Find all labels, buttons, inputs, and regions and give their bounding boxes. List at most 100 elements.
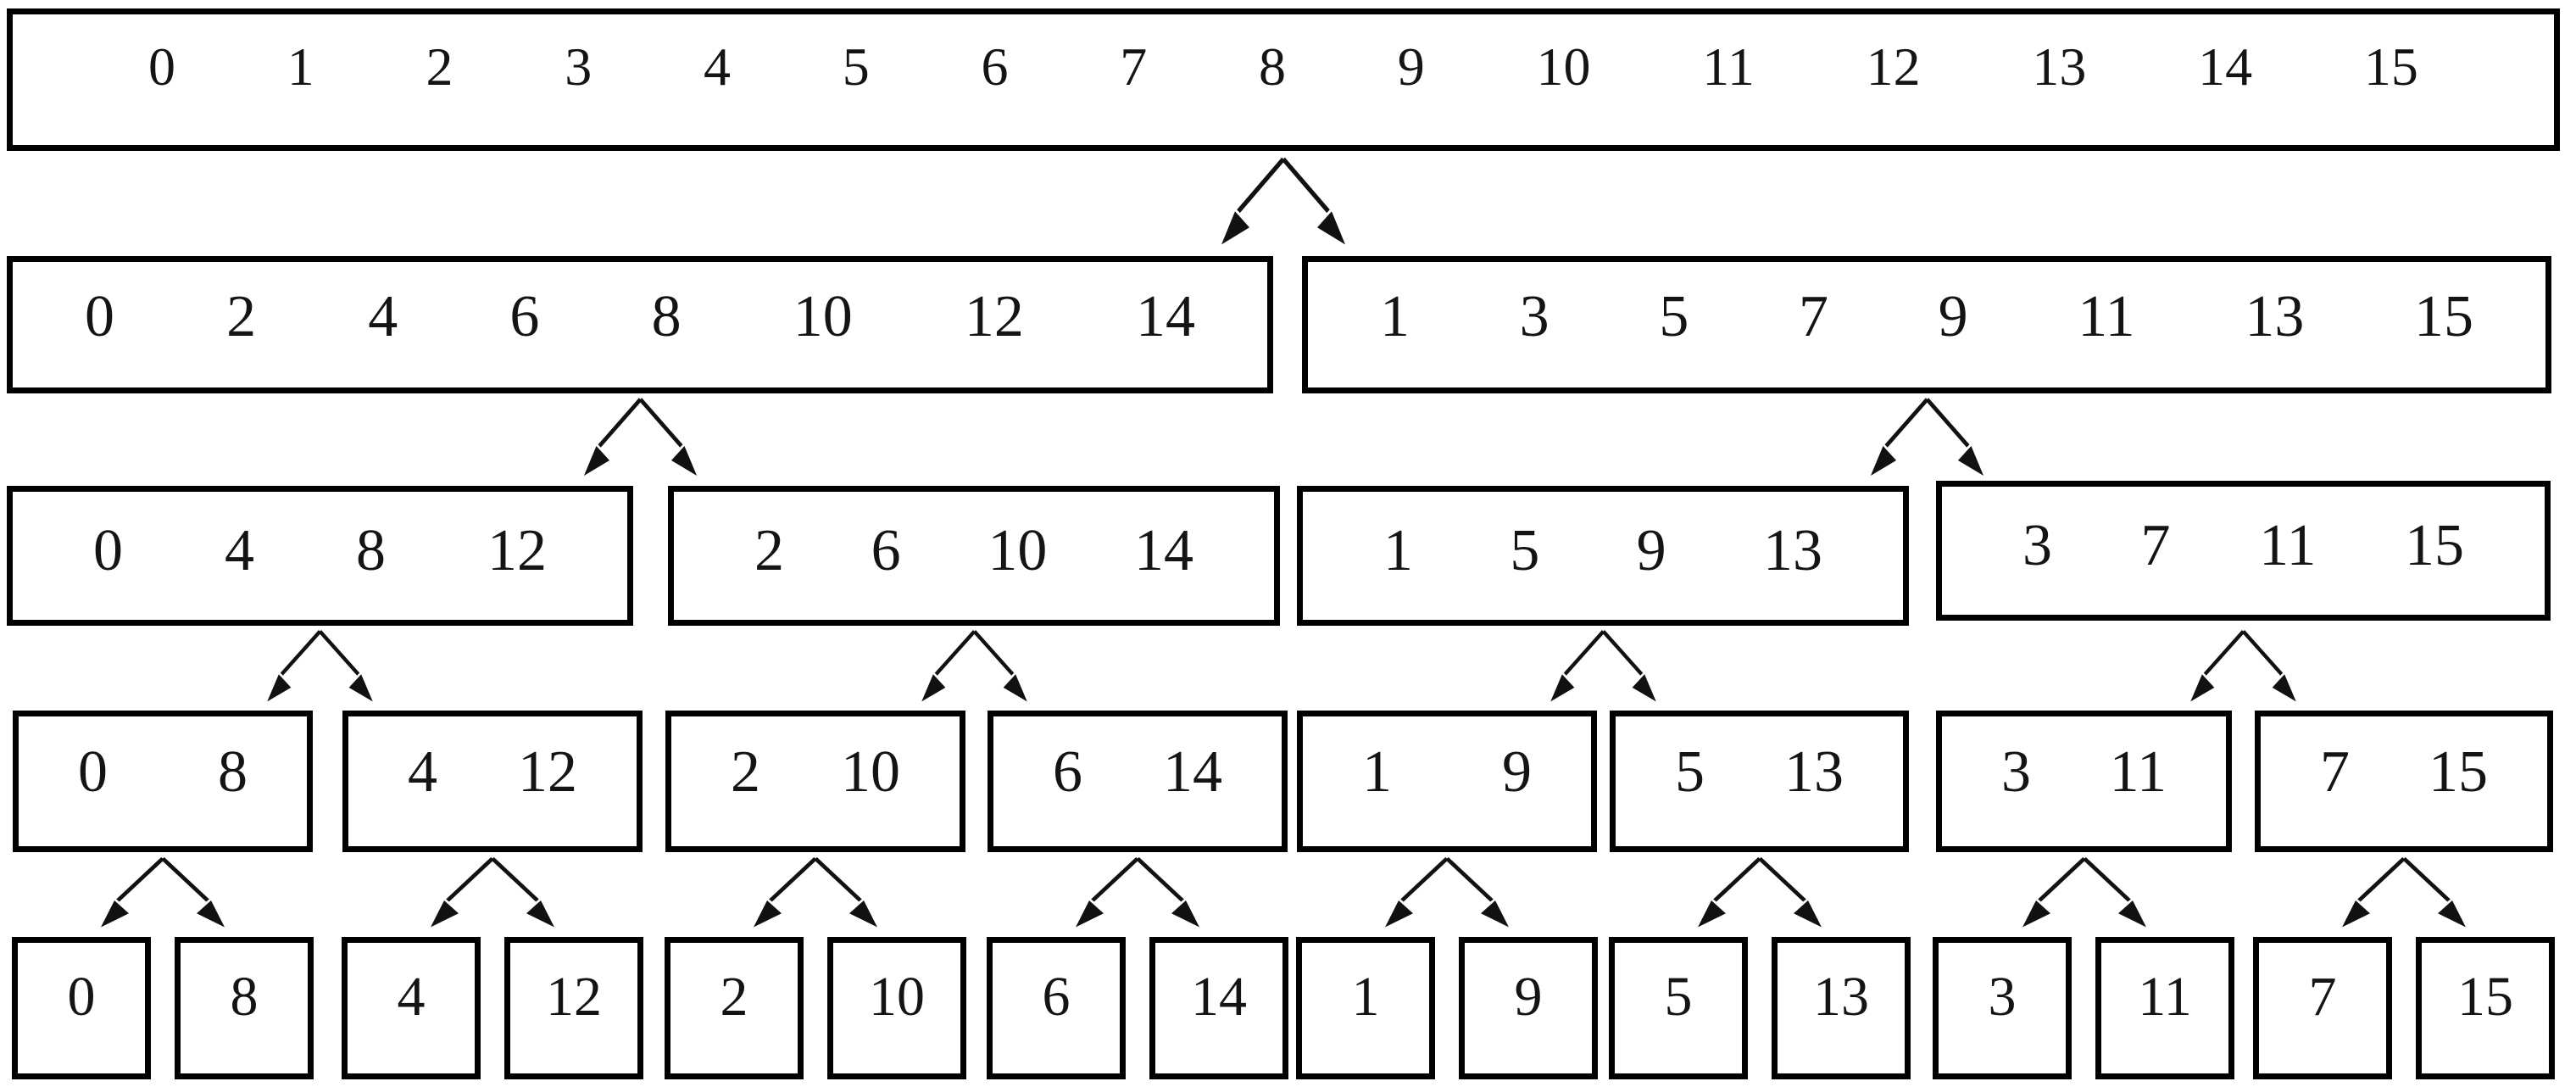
split-arrow-icon bbox=[754, 856, 877, 928]
array-value: 4 bbox=[704, 36, 731, 97]
array-value: 2 bbox=[754, 517, 784, 583]
array-value: 11 bbox=[2109, 739, 2167, 805]
array-value: 8 bbox=[230, 966, 259, 1028]
array-value: 9 bbox=[1938, 284, 1968, 349]
array-value: 3 bbox=[2001, 739, 2031, 805]
level-4-box-13: 11 bbox=[2095, 937, 2234, 1079]
array-value: 5 bbox=[1510, 517, 1540, 583]
array-value: 2 bbox=[720, 966, 748, 1028]
array-value: 13 bbox=[2245, 284, 2305, 349]
array-value: 10 bbox=[793, 284, 853, 349]
level-4-box-3: 12 bbox=[504, 937, 643, 1079]
array-value: 0 bbox=[93, 517, 123, 583]
array-value: 12 bbox=[1866, 36, 1921, 97]
array-value: 4 bbox=[368, 284, 398, 349]
array-value: 13 bbox=[1762, 517, 1822, 583]
array-value: 9 bbox=[1502, 739, 1532, 805]
array-value: 13 bbox=[1784, 739, 1844, 805]
level-4-box-10: 5 bbox=[1609, 937, 1748, 1079]
array-value: 9 bbox=[1514, 966, 1543, 1028]
array-value: 2 bbox=[426, 36, 453, 97]
split-arrow-icon bbox=[1549, 630, 1656, 702]
level-4-box-4: 2 bbox=[665, 937, 804, 1079]
array-value: 2 bbox=[731, 739, 760, 805]
array-value: 14 bbox=[2198, 36, 2253, 97]
array-value: 3 bbox=[565, 36, 593, 97]
array-value: 15 bbox=[2457, 966, 2513, 1028]
split-arrow-icon bbox=[921, 630, 1027, 702]
array-value: 14 bbox=[1191, 966, 1247, 1028]
array-value: 4 bbox=[225, 517, 254, 583]
split-arrow-icon bbox=[1076, 856, 1199, 928]
array-value: 3 bbox=[2022, 512, 2052, 578]
array-value: 8 bbox=[356, 517, 386, 583]
array-value: 15 bbox=[2405, 512, 2464, 578]
level-4-box-11: 13 bbox=[1772, 937, 1911, 1079]
level-4-box-1: 8 bbox=[175, 937, 314, 1079]
array-value: 12 bbox=[487, 517, 547, 583]
array-value: 10 bbox=[869, 966, 925, 1028]
array-value: 12 bbox=[518, 739, 577, 805]
level-4-box-5: 10 bbox=[827, 937, 966, 1079]
array-value: 6 bbox=[509, 284, 540, 349]
level-4-box-6: 6 bbox=[987, 937, 1126, 1079]
level-3-box-1: 4 12 bbox=[342, 711, 643, 852]
array-value: 5 bbox=[1664, 966, 1693, 1028]
array-value: 7 bbox=[2308, 966, 2337, 1028]
array-value: 12 bbox=[546, 966, 602, 1028]
array-value: 1 bbox=[1351, 966, 1380, 1028]
array-value: 0 bbox=[148, 36, 175, 97]
array-value: 6 bbox=[1053, 739, 1082, 805]
array-value: 9 bbox=[1397, 36, 1425, 97]
level-4-box-14: 7 bbox=[2253, 937, 2392, 1079]
level-2-box-0: 0 4 8 12 bbox=[7, 486, 633, 626]
array-value: 15 bbox=[2363, 36, 2418, 97]
array-value: 11 bbox=[2259, 512, 2317, 578]
level-4-box-15: 15 bbox=[2416, 937, 2555, 1079]
level-4-box-7: 14 bbox=[1149, 937, 1288, 1079]
array-value: 14 bbox=[1163, 739, 1222, 805]
level-2-box-3: 3 7 11 15 bbox=[1936, 481, 2551, 621]
array-value: 7 bbox=[2140, 512, 2171, 578]
array-value: 13 bbox=[1813, 966, 1869, 1028]
level-4-box-8: 1 bbox=[1296, 937, 1435, 1079]
array-value: 11 bbox=[2138, 966, 2192, 1028]
array-value: 5 bbox=[842, 36, 870, 97]
split-arrow-icon bbox=[267, 630, 373, 702]
array-value: 6 bbox=[1042, 966, 1071, 1028]
array-value: 14 bbox=[1135, 284, 1195, 349]
level-4-box-0: 0 bbox=[12, 937, 151, 1079]
split-arrow-icon bbox=[2022, 856, 2146, 928]
array-value: 12 bbox=[964, 284, 1024, 349]
level-4-box-2: 4 bbox=[342, 937, 481, 1079]
level-4-box-9: 9 bbox=[1459, 937, 1598, 1079]
array-value: 0 bbox=[85, 284, 114, 349]
array-value: 0 bbox=[67, 966, 96, 1028]
array-value: 4 bbox=[408, 739, 437, 805]
array-value: 15 bbox=[2414, 284, 2473, 349]
array-value: 1 bbox=[1362, 739, 1392, 805]
split-arrow-icon bbox=[101, 856, 225, 928]
array-value: 4 bbox=[397, 966, 426, 1028]
array-value: 8 bbox=[651, 284, 682, 349]
array-value: 0 bbox=[78, 739, 108, 805]
array-value: 5 bbox=[1659, 284, 1689, 349]
split-arrow-icon bbox=[1697, 856, 1822, 928]
array-value: 8 bbox=[218, 739, 248, 805]
array-value: 11 bbox=[2078, 284, 2135, 349]
array-value: 8 bbox=[1259, 36, 1286, 97]
split-arrow-icon bbox=[1221, 157, 1345, 245]
split-arrow-icon bbox=[583, 398, 697, 476]
array-value: 3 bbox=[1988, 966, 2017, 1028]
split-arrow-icon bbox=[1385, 856, 1509, 928]
array-value: 11 bbox=[1702, 36, 1755, 97]
